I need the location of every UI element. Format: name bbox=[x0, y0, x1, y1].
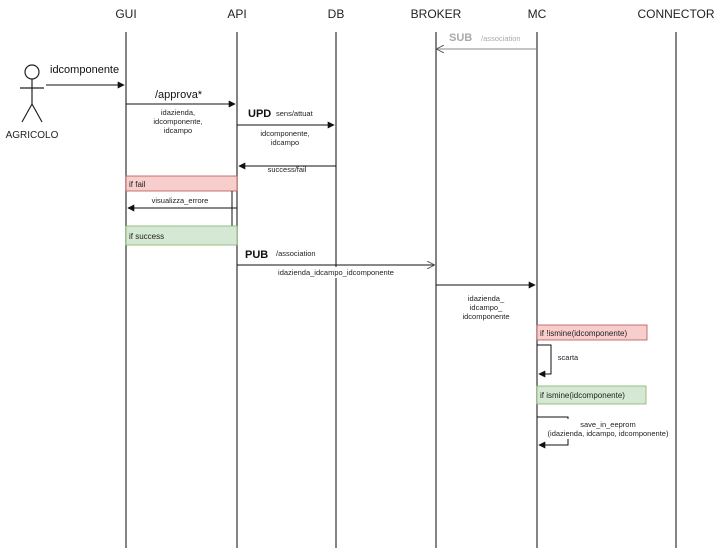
pub-title: PUB bbox=[245, 249, 268, 261]
visualizza-errore-label: visualizza_errore bbox=[152, 196, 209, 205]
save-eeprom-label-bg bbox=[542, 419, 672, 439]
scarta-label: scarta bbox=[558, 353, 579, 362]
approva-param-2: idcomponente, bbox=[153, 117, 202, 126]
sub-topic: /association bbox=[481, 34, 521, 43]
actor-agricolo-icon bbox=[20, 64, 44, 123]
pub-payload-bg bbox=[273, 267, 399, 278]
sub-label-bg bbox=[446, 30, 526, 44]
pub-topic: /association bbox=[276, 249, 316, 258]
participant-api: API bbox=[227, 7, 246, 21]
participant-db: DB bbox=[328, 7, 345, 21]
actor-label: AGRICOLO bbox=[6, 130, 59, 141]
save-eeprom-line1: save_in_eeprom bbox=[580, 420, 635, 429]
save-eeprom-line2: (idazienda, idcampo, idcomponente) bbox=[548, 429, 669, 438]
upd-topic: sens/attuat bbox=[276, 109, 314, 118]
if-mine-label: if ismine(idcomponente) bbox=[540, 391, 625, 400]
broker-payload-bg bbox=[460, 292, 512, 323]
if-fail-note bbox=[125, 175, 238, 192]
sub-title: SUB bbox=[449, 32, 472, 44]
pub-payload-label: idazienda_idcampo_idcomponente bbox=[278, 268, 394, 277]
if-success-label: if success bbox=[129, 232, 164, 241]
success-fail-label: success/fail bbox=[268, 165, 307, 174]
if-fail-label: if fail bbox=[129, 180, 146, 189]
participant-connector: CONNECTOR bbox=[637, 7, 714, 21]
approva-param-3: idcampo bbox=[164, 126, 192, 135]
approva-label: /approva* bbox=[155, 89, 203, 101]
if-not-mine-label: if !ismine(idcomponente) bbox=[540, 329, 627, 338]
approva-param-1: idazienda, bbox=[161, 108, 195, 117]
upd-param-1: idcomponente, bbox=[260, 129, 309, 138]
upd-title: UPD bbox=[248, 108, 271, 120]
if-success-note bbox=[125, 225, 238, 246]
scarta-label-bg bbox=[555, 352, 581, 363]
actor-message-label: idcomponente bbox=[50, 64, 119, 76]
participant-mc: MC bbox=[528, 7, 547, 21]
participant-broker: BROKER bbox=[411, 7, 462, 21]
upd-param-2: idcampo bbox=[271, 138, 299, 147]
broker-payload-1: idazienda_ bbox=[468, 294, 505, 303]
scarta-self-arrow bbox=[537, 344, 552, 378]
broker-payload-3: idcomponente bbox=[462, 312, 509, 321]
participant-gui: GUI bbox=[115, 7, 136, 21]
if-mine-note bbox=[536, 385, 647, 405]
broker-payload-2: idcampo_ bbox=[470, 303, 503, 312]
if-not-mine-note bbox=[536, 324, 648, 341]
